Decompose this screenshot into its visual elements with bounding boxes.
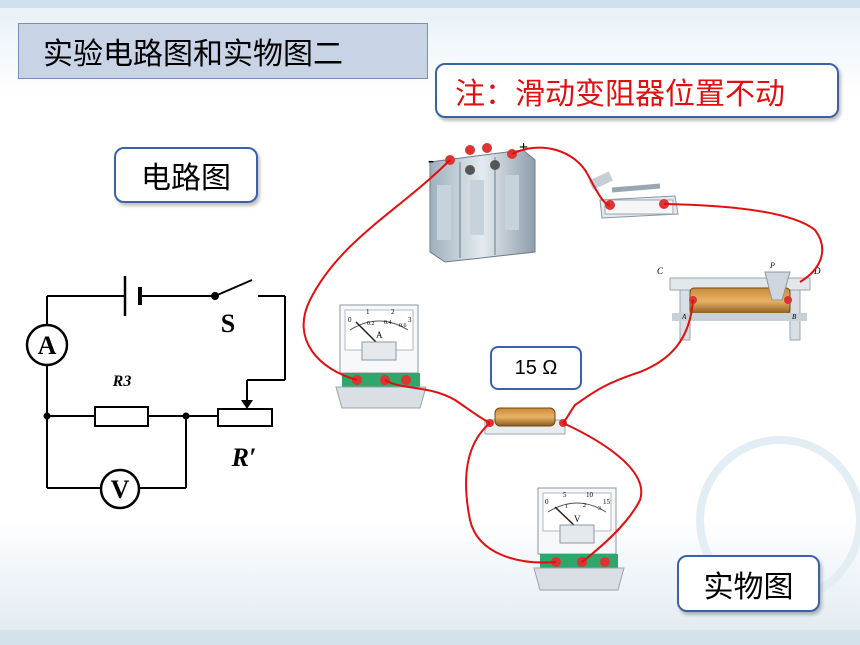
slide-title: 实验电路图和实物图二 [18, 23, 428, 79]
rheostat-terminal-c: C [657, 266, 664, 276]
switch-label: S [221, 309, 235, 338]
wire-battery-to-switch [511, 146, 611, 206]
wire-ammeter-to-resistor [384, 379, 491, 424]
voltmeter-subscale-1: 1 [565, 504, 568, 510]
ammeter-symbol [25, 323, 69, 367]
rheostat-symbol [217, 408, 273, 427]
ammeter-scale-1: 1 [366, 308, 370, 316]
battery-negative-sign: - [428, 150, 434, 170]
wire-switch-to-rheostat [663, 203, 824, 283]
voltmeter-scale-2: 10 [586, 491, 594, 499]
ammeter-scale-2: 2 [391, 308, 395, 316]
circuit-diagram-label: 电路图 [114, 147, 258, 203]
physical-diagram-label: 实物图 [677, 555, 820, 612]
wire-resistor-to-voltmeter-left [465, 422, 557, 564]
wires [302, 146, 824, 564]
ammeter-face-letter: A [376, 330, 383, 340]
resistor-label: R3 [112, 373, 132, 390]
ammeter-scale-3: 3 [408, 316, 412, 324]
wire-resistor-to-voltmeter-right [562, 422, 643, 563]
voltmeter-scale-3: 15 [603, 498, 611, 506]
ammeter-subscale-3: 0.6 [399, 323, 407, 329]
voltmeter-scale-1: 5 [563, 491, 567, 499]
voltmeter-subscale-2: 2 [583, 503, 586, 509]
rheostat-terminal-d: D [813, 266, 821, 276]
ammeter-scale-0: 0 [348, 316, 352, 324]
ammeter-subscale-1: 0.2 [367, 321, 375, 327]
battery-positive-sign: + [519, 139, 528, 156]
ammeter-subscale-2: 0.4 [384, 320, 392, 326]
resistor-15-image [484, 407, 567, 435]
voltmeter-subscale-3: 3 [598, 506, 601, 512]
rheostat-terminal-p: P [769, 261, 775, 270]
wire-rheostat-to-resistor [562, 299, 694, 424]
voltmeter-symbol [99, 468, 141, 510]
voltmeter-symbol-label: V [111, 475, 130, 504]
ammeter-symbol-label: A [38, 331, 57, 360]
battery-pack-image [429, 143, 536, 263]
voltmeter-image [533, 487, 625, 591]
voltmeter-scale-0: 0 [545, 498, 549, 506]
voltmeter-face-letter: V [574, 514, 581, 524]
rheostat-image [669, 271, 811, 341]
rheostat-label: R′ [231, 443, 257, 472]
switch-blade [214, 279, 253, 297]
rheostat-terminal-b: B [792, 313, 797, 321]
rheostat-note: 注：滑动变阻器位置不动 [435, 63, 839, 118]
switch-image [588, 171, 679, 219]
wire-battery-to-ammeter [302, 159, 451, 381]
resistor-value-label: 15 Ω [490, 346, 582, 390]
ammeter-image [335, 304, 427, 409]
rheostat-terminal-a: A [681, 313, 687, 321]
